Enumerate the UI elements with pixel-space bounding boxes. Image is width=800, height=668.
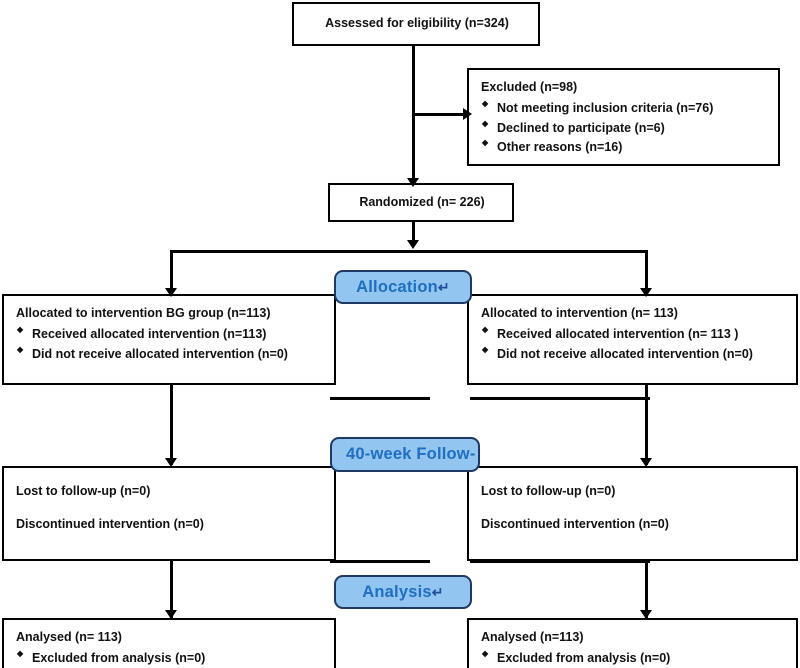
allocation-left-heading: Allocated to intervention BG group (n=11…: [16, 306, 271, 320]
list-item: Declined to participate (n=6): [481, 118, 768, 138]
allocation-left-list: Received allocated intervention (n=113) …: [16, 324, 324, 364]
arrowhead-analysis-right: [640, 610, 652, 619]
connector-randomized-down: [412, 222, 415, 244]
connector-allocation-split-bar: [170, 250, 648, 253]
box-analysis-left: Analysed (n= 113) Excluded from analysis…: [2, 618, 336, 668]
arrowhead-analysis-left: [165, 610, 177, 619]
randomized-label: Randomized (n= 226): [359, 194, 485, 209]
box-follow-up-right: Lost to follow-up (n=0) Discontinued int…: [467, 466, 798, 561]
list-item: Excluded from analysis (n=0): [16, 648, 324, 668]
arrowhead-allocation-right: [640, 288, 652, 297]
list-item: Excluded from analysis (n=0): [481, 648, 786, 668]
connector-followup-stage-left-tail: [330, 397, 430, 400]
connector-split-left-down: [170, 250, 173, 295]
list-item: Received allocated intervention (n=113): [16, 324, 324, 344]
connector-followup-stage-right-tail: [470, 397, 650, 400]
connector-alloc-right-to-followup: [645, 385, 648, 465]
stage-label-allocation: Allocation↵: [334, 270, 472, 304]
excluded-reason-list: Not meeting inclusion criteria (n=76) De…: [481, 98, 768, 157]
follow-up-left-lost: Lost to follow-up (n=0): [16, 484, 151, 498]
connector-alloc-left-to-followup: [170, 385, 173, 465]
stage-allocation-text: Allocation: [356, 277, 438, 296]
analysis-right-heading: Analysed (n=113): [481, 630, 584, 644]
pilcrow-icon: ↵: [437, 278, 450, 295]
connector-analysis-stage-right-tail: [470, 560, 650, 563]
arrowhead-split: [407, 240, 419, 249]
arrowhead-followup-right: [640, 458, 652, 467]
follow-up-left-discontinued: Discontinued intervention (n=0): [16, 517, 204, 532]
arrowhead-followup-left: [165, 458, 177, 467]
connector-analysis-stage-left-tail: [330, 560, 430, 563]
pilcrow-icon: ↵: [431, 583, 444, 600]
connector-assessed-to-randomized: [412, 45, 415, 180]
assessed-label: Assessed for eligibility (n=324): [325, 16, 509, 31]
stage-label-follow-up: 40-week Follow-: [330, 437, 480, 472]
analysis-right-list: Excluded from analysis (n=0): [481, 648, 786, 668]
analysis-left-heading: Analysed (n= 113): [16, 630, 122, 644]
box-allocation-right: Allocated to intervention (n= 113) Recei…: [467, 294, 798, 385]
connector-followup-right-to-analysis: [645, 560, 648, 618]
connector-followup-left-to-analysis: [170, 560, 173, 618]
box-assessed-for-eligibility: Assessed for eligibility (n=324): [292, 2, 540, 46]
box-allocation-left: Allocated to intervention BG group (n=11…: [2, 294, 336, 385]
list-item: Other reasons (n=16): [481, 137, 768, 157]
arrowhead-excluded: [463, 108, 472, 120]
stage-analysis-text: Analysis: [362, 582, 432, 601]
allocation-right-heading: Allocated to intervention (n= 113): [481, 306, 678, 320]
list-item: Received allocated intervention (n= 113 …: [481, 324, 786, 344]
excluded-heading: Excluded (n=98): [481, 80, 578, 94]
list-item: Not meeting inclusion criteria (n=76): [481, 98, 768, 118]
box-analysis-right: Analysed (n=113) Excluded from analysis …: [467, 618, 798, 668]
box-follow-up-left: Lost to follow-up (n=0) Discontinued int…: [2, 466, 336, 561]
follow-up-right-lost: Lost to follow-up (n=0): [481, 484, 616, 498]
connector-to-excluded: [412, 113, 467, 116]
connector-split-right-down: [645, 250, 648, 295]
list-item: Did not receive allocated intervention (…: [481, 344, 786, 364]
allocation-right-list: Received allocated intervention (n= 113 …: [481, 324, 786, 364]
arrowhead-randomized: [407, 178, 419, 187]
box-randomized: Randomized (n= 226): [328, 183, 514, 222]
box-excluded: Excluded (n=98) Not meeting inclusion cr…: [467, 68, 780, 166]
arrowhead-allocation-left: [165, 288, 177, 297]
stage-follow-up-text: 40-week Follow-: [346, 445, 476, 463]
analysis-left-list: Excluded from analysis (n=0): [16, 648, 324, 668]
stage-label-analysis: Analysis↵: [334, 575, 472, 609]
follow-up-right-discontinued: Discontinued intervention (n=0): [481, 517, 669, 532]
list-item: Did not receive allocated intervention (…: [16, 344, 324, 364]
